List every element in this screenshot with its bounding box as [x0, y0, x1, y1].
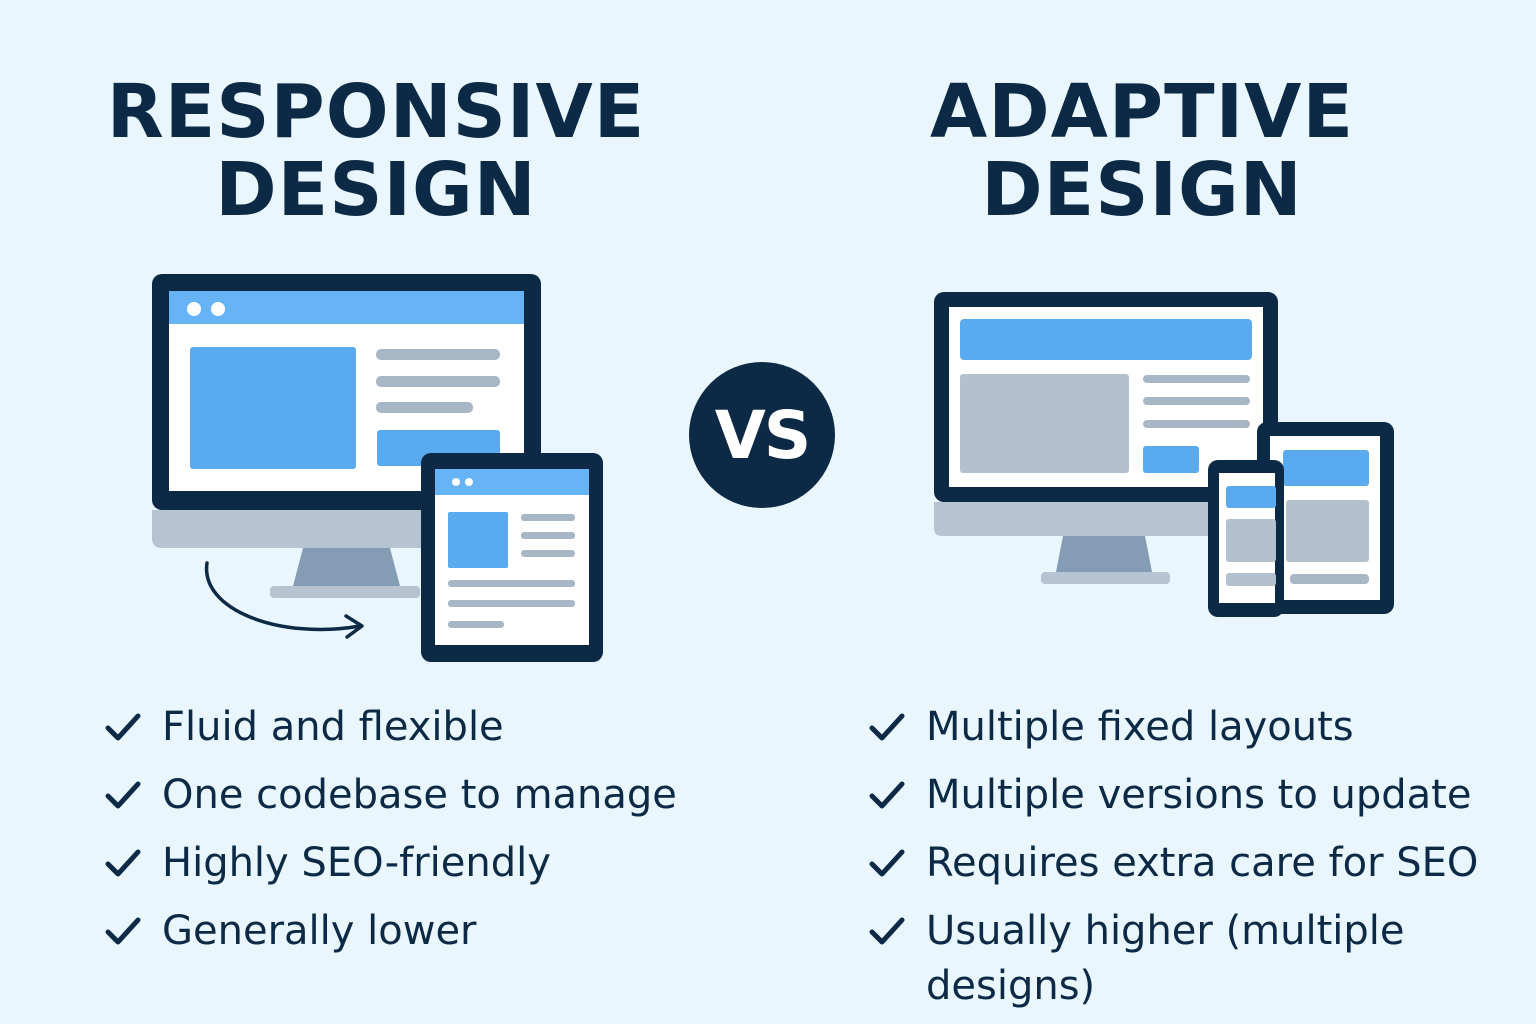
vs-badge: VS [689, 362, 835, 508]
responsive-title-line1: RESPONSIVE [106, 69, 646, 155]
tablet-text-line [1290, 574, 1369, 584]
feature-text: Usually higher (multiple designs) [926, 908, 1405, 1009]
tablet-header-block [1283, 450, 1369, 486]
text-line [1143, 375, 1250, 383]
phone-image-block [1226, 519, 1276, 562]
check-icon [105, 781, 141, 809]
feature-text: Highly SEO-friendly [162, 840, 551, 886]
feature-text: Fluid and flexible [162, 704, 504, 750]
tablet-text-line [448, 580, 575, 587]
list-item: Generally lower [104, 904, 704, 959]
monitor-and-tablets-icon [934, 292, 1394, 617]
text-line [1143, 420, 1250, 428]
text-line [1143, 397, 1250, 405]
browser-dot [187, 302, 201, 316]
responsive-design-title: RESPONSIVE DESIGN [76, 73, 676, 229]
check-icon [105, 713, 141, 741]
check-icon [869, 917, 905, 945]
check-icon [869, 713, 905, 741]
list-item: Fluid and flexible [104, 700, 704, 755]
list-item: Multiple versions to update [868, 768, 1508, 823]
check-icon [105, 849, 141, 877]
adaptive-design-title: ADAPTIVE DESIGN [842, 73, 1442, 229]
arrow-head [344, 614, 364, 639]
image-block [960, 374, 1129, 473]
list-item: Highly SEO-friendly [104, 836, 704, 891]
phone-text-line [1226, 573, 1276, 586]
tablet-dot [465, 478, 473, 486]
browser-dot [211, 302, 225, 316]
tablet-image-block [448, 512, 508, 568]
responsive-title-line2: DESIGN [215, 147, 537, 233]
tablet-bar [435, 469, 589, 495]
monitor-and-tablet-icon [152, 274, 603, 662]
feature-text: Multiple versions to update [926, 772, 1472, 818]
feature-text: Requires extra care for SEO [926, 840, 1479, 886]
monitor-stand [293, 548, 400, 586]
tablet-image-block [1286, 500, 1369, 562]
feature-text: One codebase to manage [162, 772, 677, 818]
list-item: Multiple fixed layouts [868, 700, 1508, 755]
list-item: Requires extra care for SEO [868, 836, 1508, 891]
tablet-text-line [521, 514, 575, 521]
text-line [376, 349, 500, 360]
tablet-text-line [521, 550, 575, 557]
text-line [376, 376, 500, 387]
adaptive-title-line2: DESIGN [981, 147, 1303, 233]
check-icon [105, 917, 141, 945]
tablet-text-line [448, 600, 575, 607]
feature-text: Multiple fixed layouts [926, 704, 1354, 750]
phone-header-block [1226, 486, 1276, 508]
monitor-base [1041, 572, 1170, 584]
adaptive-feature-list: Multiple fixed layouts Multiple versions… [868, 700, 1508, 1024]
list-item: Usually higher (multiple designs) [868, 904, 1508, 1014]
feature-text: Generally lower [162, 908, 477, 954]
monitor-base [270, 586, 420, 598]
arrow-curve [204, 561, 362, 632]
monitor-chin [934, 502, 1278, 536]
header-block [960, 319, 1252, 360]
browser-bar [169, 291, 524, 324]
image-block [190, 347, 356, 469]
monitor-stand [1056, 536, 1152, 572]
check-icon [869, 849, 905, 877]
tablet-text-line [448, 621, 504, 628]
check-icon [869, 781, 905, 809]
tablet-text-line [521, 532, 575, 539]
responsive-feature-list: Fluid and flexible One codebase to manag… [104, 700, 704, 972]
button-block [1143, 446, 1199, 473]
adaptive-title-line1: ADAPTIVE [929, 69, 1355, 155]
list-item: One codebase to manage [104, 768, 704, 823]
text-line [376, 402, 473, 413]
tablet-dot [452, 478, 460, 486]
